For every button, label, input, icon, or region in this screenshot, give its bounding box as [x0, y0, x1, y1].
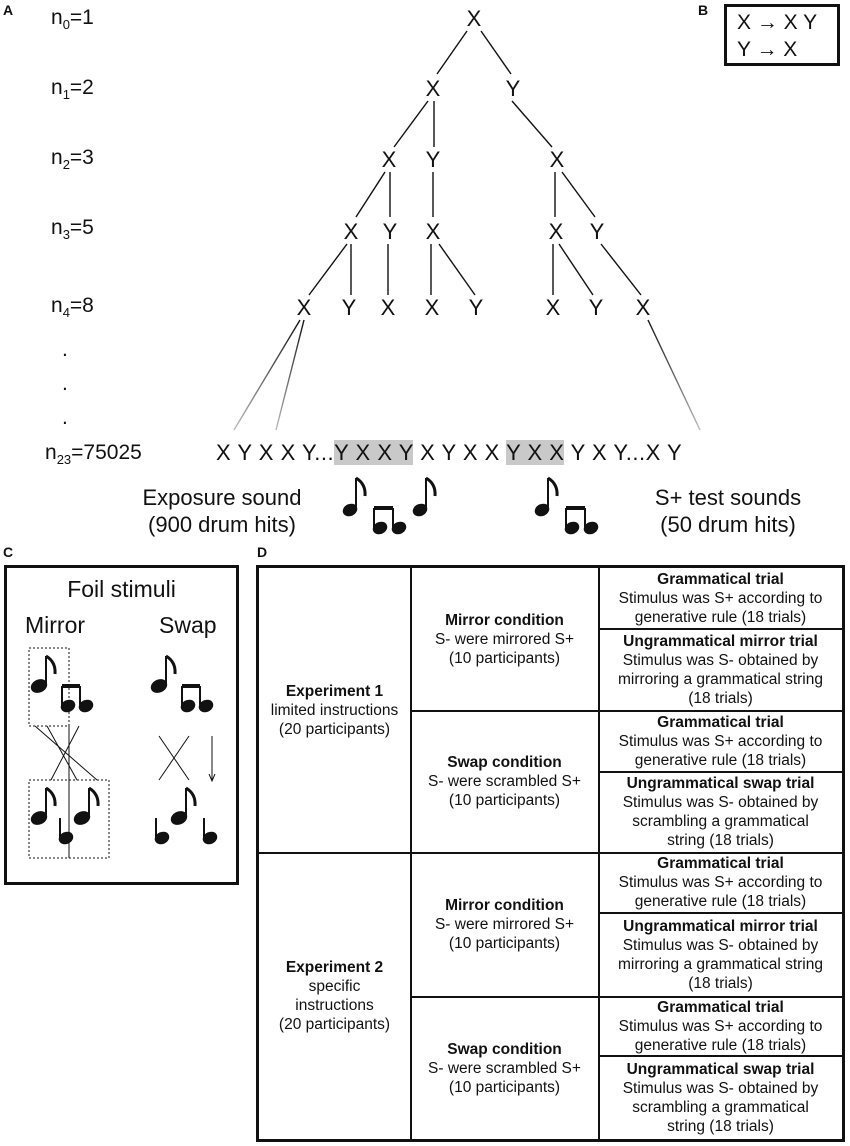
- beamed-notes-icon: [60, 684, 94, 713]
- table-divider: [410, 996, 842, 998]
- symbol-sequence: X Y X X Y...Y X X Y X Y X X Y X X Y X Y.…: [216, 440, 682, 466]
- ellipsis-dot: .: [62, 338, 68, 361]
- sixteenth-note-icon: [154, 818, 170, 845]
- node: Y: [590, 219, 605, 244]
- experiment-2-cell: Experiment 2 specific instructions (20 p…: [278, 959, 391, 1033]
- swap-condition-cell: Swap condition S- were scrambled S+ (10 …: [428, 1040, 581, 1096]
- grammatical-trial-cell: Grammatical trial Stimulus was S+ accord…: [618, 713, 823, 769]
- node: Y: [383, 219, 398, 244]
- test-caption: S+ test sounds(50 drum hits): [654, 485, 802, 537]
- node: X: [546, 295, 561, 320]
- eighth-note-icon: [73, 786, 100, 825]
- sequence-part: X Y X X Y...: [216, 440, 335, 465]
- node: X: [636, 295, 651, 320]
- node: X: [549, 219, 564, 244]
- mirror-box: [68, 779, 110, 859]
- node: X: [426, 76, 441, 101]
- eighth-note-icon: [534, 476, 559, 517]
- table-divider: [598, 912, 842, 914]
- generation-label-n0: n0=1: [51, 6, 94, 33]
- mirror-label: Mirror: [25, 612, 86, 638]
- exposure-caption: Exposure sound(900 drum hits): [142, 485, 302, 537]
- sequence-part: X Y X X: [413, 440, 507, 465]
- table-divider: [259, 852, 842, 854]
- highlight-exposure: Y X X Y: [334, 440, 414, 465]
- foil-stimuli-panel: Foil stimuli Mirror Swap: [4, 565, 239, 885]
- swap-label: Swap: [159, 612, 217, 638]
- eighth-note-icon: [30, 654, 57, 693]
- ellipsis-dot: .: [62, 372, 68, 395]
- generation-label-n1: n1=2: [51, 76, 94, 103]
- drum-notes: [342, 476, 599, 535]
- experiment-table: Experiment 1 limited instructions (20 pa…: [256, 565, 845, 1142]
- node: X: [344, 219, 359, 244]
- rewrite-rules-box: X → X Y Y → X: [724, 4, 840, 66]
- generation-label-n2: n2=3: [51, 146, 94, 173]
- node: Y: [589, 295, 604, 320]
- panel-label-b: B: [698, 2, 709, 18]
- eighth-note-icon: [412, 476, 437, 517]
- swap-condition-cell: Swap condition S- were scrambled S+ (10 …: [428, 754, 581, 809]
- ungrammatical-swap-trial-cell: Ungrammatical swap trial Stimulus was S-…: [622, 1060, 819, 1135]
- panel-label-d: D: [257, 544, 268, 560]
- eighth-note-icon: [30, 786, 57, 825]
- grammatical-trial-cell: Grammatical trial Stimulus was S+ accord…: [618, 998, 823, 1054]
- eighth-note-icon: [342, 476, 367, 517]
- table-divider: [598, 771, 842, 773]
- sequence-part: Y X Y...X Y: [564, 440, 683, 465]
- table-divider: [598, 628, 842, 630]
- tree-nodes: X X Y X Y X X Y X X Y X Y X X Y X Y X: [297, 6, 651, 320]
- mirror-condition-cell: Mirror condition S- were mirrored S+ (10…: [434, 611, 575, 667]
- ungrammatical-mirror-trial-cell: Ungrammatical mirror trial Stimulus was …: [618, 632, 823, 707]
- mirror-condition-cell: Mirror condition S- were mirrored S+ (10…: [434, 897, 575, 952]
- node: Y: [426, 147, 441, 172]
- table-divider: [410, 710, 842, 712]
- node: Y: [469, 295, 484, 320]
- grammatical-trial-cell: Grammatical trial Stimulus was S+ accord…: [618, 570, 823, 626]
- ellipsis-dot: .: [62, 406, 68, 429]
- generation-label-n3: n3=5: [51, 216, 94, 243]
- table-divider: [598, 1055, 842, 1057]
- beamed-notes-icon: [372, 506, 407, 535]
- node: X: [381, 295, 396, 320]
- node: X: [550, 147, 565, 172]
- experiment-1-cell: Experiment 1 limited instructions (20 pa…: [270, 682, 399, 738]
- beamed-notes-icon: [180, 684, 214, 713]
- tree-edges: [308, 30, 642, 296]
- generation-label-n23: n23=75025: [45, 441, 142, 468]
- node: X: [425, 295, 440, 320]
- eighth-note-icon: [170, 786, 197, 825]
- highlight-test: Y X X: [506, 440, 565, 465]
- foil-title: Foil stimuli: [67, 576, 176, 602]
- ungrammatical-swap-trial-cell: Ungrammatical swap trial Stimulus was S-…: [622, 775, 819, 849]
- panel-label-c: C: [3, 544, 14, 560]
- table-divider: [598, 568, 600, 1139]
- fibonacci-tree: X X Y X Y X X Y X X Y X Y X X Y X Y X: [233, 6, 701, 431]
- node: X: [382, 147, 397, 172]
- swap-cross: [158, 735, 216, 783]
- eighth-note-icon: [150, 654, 177, 693]
- rule-y: Y → X: [737, 38, 798, 61]
- mirror-box: [28, 779, 70, 859]
- tree-fade-edges: [233, 319, 701, 431]
- node: X: [426, 219, 441, 244]
- beamed-notes-icon: [564, 506, 599, 535]
- mirror-box: [28, 647, 70, 727]
- panel-label-a: A: [3, 2, 14, 18]
- mirror-lines: [34, 725, 98, 781]
- sixteenth-note-icon: [58, 818, 74, 845]
- node: Y: [506, 76, 521, 101]
- table-divider: [410, 568, 412, 1139]
- node: Y: [342, 295, 357, 320]
- ungrammatical-mirror-trial-cell: Ungrammatical mirror trial Stimulus was …: [618, 917, 823, 992]
- node: X: [467, 6, 482, 31]
- grammatical-trial-cell: Grammatical trial Stimulus was S+ accord…: [618, 855, 823, 910]
- node: X: [297, 295, 312, 320]
- sixteenth-note-icon: [202, 818, 218, 845]
- generation-label-n4: n4=8: [51, 294, 94, 321]
- foil-diagram: [28, 647, 218, 859]
- rule-x: X → X Y: [737, 11, 818, 34]
